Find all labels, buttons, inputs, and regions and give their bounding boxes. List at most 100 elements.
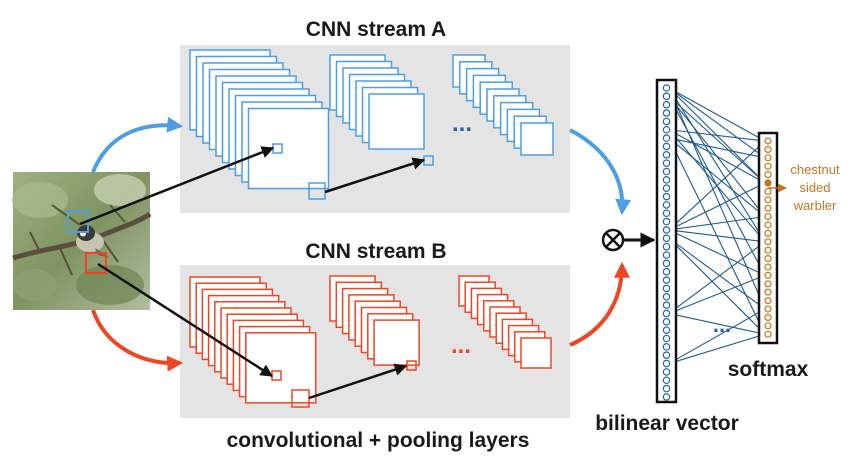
stream-a-layer-arrow <box>324 157 426 194</box>
stream-a-conv-stack-1 <box>189 49 330 190</box>
connection-line <box>668 308 766 365</box>
bilinear-node <box>662 234 671 243</box>
output-class-line-1: chestnut <box>790 162 840 177</box>
softmax-node <box>764 322 772 330</box>
bilinear-node <box>662 284 671 293</box>
softmax-node <box>764 162 772 170</box>
stream-b-conv-stack-2 <box>329 275 420 366</box>
stream-b-title: CNN stream B <box>305 240 446 263</box>
softmax-node <box>764 154 772 162</box>
bilinear-node <box>662 176 671 184</box>
output-class-line-2: sided <box>799 180 830 195</box>
patch-a-to-layer1-arrow <box>79 146 275 226</box>
stream-a-output-arrow <box>569 128 632 216</box>
softmax-node <box>764 213 772 221</box>
stream-b-conv-stack-3 <box>458 275 552 369</box>
softmax-node <box>764 313 772 321</box>
bilinear-node <box>662 359 671 368</box>
stream-b-output-arrow <box>569 261 630 347</box>
stream-a-feature-map <box>247 107 330 190</box>
softmax-node <box>764 204 772 212</box>
connection-line <box>668 216 766 231</box>
softmax-node <box>764 187 772 195</box>
softmax-node <box>764 255 772 263</box>
connections-ellipsis: ... <box>713 312 731 337</box>
bilinear-node <box>662 201 671 209</box>
bilinear-node <box>662 267 671 276</box>
stream-b-feature-map <box>520 337 552 369</box>
connection-line <box>668 129 766 184</box>
stream-a-ellipsis: ... <box>452 110 472 137</box>
bilinear-node <box>662 109 671 117</box>
bilinear-node <box>662 134 671 142</box>
softmax-node <box>764 171 772 179</box>
connection-line <box>668 312 766 335</box>
bilinear-node <box>662 292 671 301</box>
connection-line <box>668 87 766 310</box>
stream-b-feature-map <box>373 319 420 366</box>
bilinear-node <box>662 117 671 126</box>
input-patch-b <box>85 252 107 274</box>
bilinear-node <box>662 368 671 376</box>
stream-b-ellipsis: ... <box>451 332 471 359</box>
softmax-node <box>764 288 772 296</box>
softmax-node <box>764 221 772 229</box>
softmax-node <box>764 238 772 246</box>
connection-line <box>668 182 766 231</box>
connection-line <box>668 229 766 243</box>
softmax-caption: softmax <box>728 358 809 381</box>
bilinear-node <box>662 209 671 218</box>
connection-line <box>668 137 766 159</box>
bilinear-node <box>662 334 671 343</box>
stream-b-conv-stack-1 <box>189 276 317 404</box>
softmax-node <box>764 137 772 145</box>
connection-line <box>668 241 766 314</box>
bilinear-node <box>662 142 671 151</box>
bilinear-node <box>662 376 671 385</box>
connection-line <box>668 274 766 314</box>
bilinear-node <box>662 159 671 167</box>
stream-b-layer-arrow <box>308 363 408 400</box>
stream-b-patch-2 <box>291 389 310 408</box>
connection-line <box>668 333 766 365</box>
softmax-node <box>764 263 772 271</box>
softmax-node <box>764 297 772 305</box>
connection-line <box>668 140 766 231</box>
softmax-node <box>764 305 772 313</box>
bilinear-node <box>662 167 671 176</box>
stream-a-title: CNN stream A <box>306 18 446 41</box>
softmax-node <box>764 330 772 338</box>
stream-b-feature-map <box>245 332 317 404</box>
stream-a-feature-map <box>520 122 554 156</box>
softmax-node <box>764 271 772 279</box>
bilinear-node <box>662 259 671 268</box>
softmax-nodes <box>764 137 772 338</box>
output-class-line-3: warbler <box>793 198 837 213</box>
bilinear-node <box>662 276 671 284</box>
bilinear-vector-nodes <box>662 84 671 401</box>
connection-line <box>668 95 766 184</box>
softmax-node <box>764 280 772 288</box>
connection-line <box>668 237 766 310</box>
patch-b-to-layer1-arrow <box>97 262 274 378</box>
softmax-node <box>764 246 772 254</box>
softmax-output-node <box>764 179 772 187</box>
outer-product-operator-icon <box>601 228 625 252</box>
bilinear-node <box>662 184 671 193</box>
bilinear-node <box>662 384 671 393</box>
bilinear-node <box>662 301 671 309</box>
stream-a-conv-stack-3 <box>452 54 554 156</box>
bilinear-node <box>662 125 671 134</box>
bilinear-node <box>662 309 671 318</box>
connection-line <box>668 87 766 159</box>
bilinear-node <box>662 92 671 101</box>
fully-connected-lines <box>668 87 766 365</box>
softmax-node <box>764 229 772 237</box>
bilinear-node <box>662 251 671 259</box>
stream-a-feature-map <box>368 93 425 150</box>
bilinear-node <box>662 242 671 251</box>
bilinear-node <box>662 84 671 92</box>
bilinear-node <box>662 217 671 226</box>
bilinear-node <box>662 351 671 360</box>
